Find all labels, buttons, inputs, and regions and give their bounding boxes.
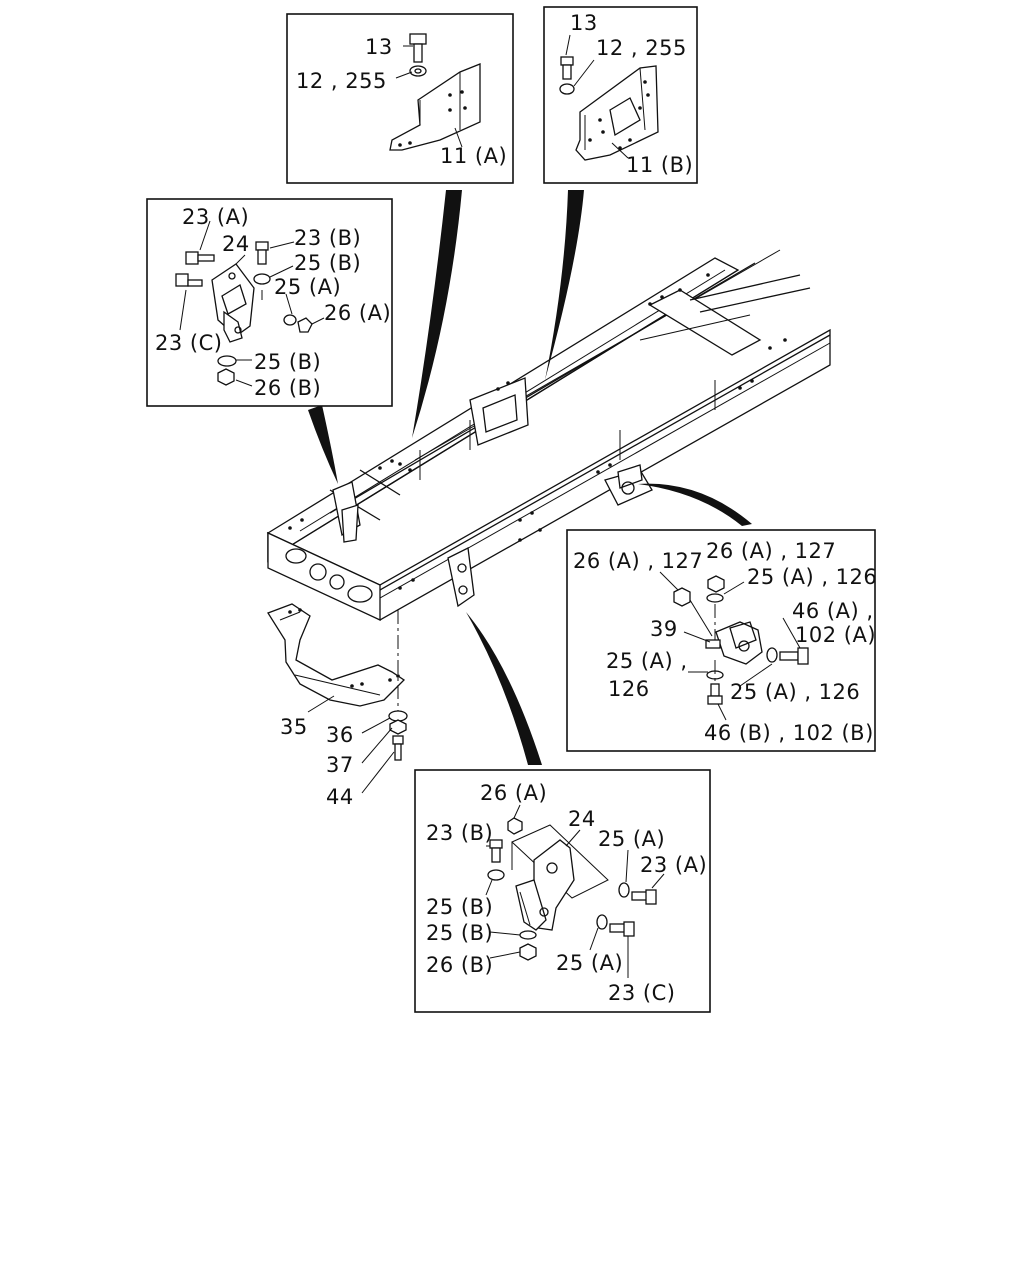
detail-box-11A: 13 12 , 255 11 (A)	[286, 13, 514, 184]
callout-11B: 11 (B)	[626, 153, 693, 177]
detail-box-rubber-mount: 26 (A) , 127 26 (A) , 127 25 (A) , 126 4…	[566, 529, 877, 752]
callout-39: 39	[650, 617, 678, 641]
callout-46B-102B: 46 (B) , 102 (B)	[704, 721, 874, 745]
callout-25B-fl-top: 25 (B)	[294, 251, 361, 275]
callout-24-fl: 24	[222, 232, 250, 256]
callout-13-b: 13	[570, 11, 598, 35]
callout-26A-127-left: 26 (A) , 127	[573, 549, 703, 573]
callout-25A-left: 25 (A) ,	[606, 649, 688, 673]
callout-26A-rb: 26 (A)	[480, 781, 547, 805]
callout-26B-rb: 26 (B)	[426, 953, 493, 977]
callout-126-left: 126	[608, 677, 650, 701]
callout-23A-fl: 23 (A)	[182, 205, 249, 229]
callout-23B-rb: 23 (B)	[426, 821, 493, 845]
leader-blades	[308, 190, 752, 765]
callout-12-255-b: 12 , 255	[596, 36, 687, 60]
callout-25B-rb-1: 25 (B)	[426, 895, 493, 919]
callout-37: 37	[326, 753, 354, 777]
callout-25B-fl-bot: 25 (B)	[254, 350, 321, 374]
detail-box-front-left-mount: 23 (A) 24 23 (B) 25 (B) 25 (A) 26 (A) 23…	[146, 198, 393, 407]
callout-23C-fl: 23 (C)	[155, 331, 222, 355]
detail-box-rear-bracket: 26 (A) 23 (B) 24 25 (A) 23 (A) 25 (B) 25…	[414, 769, 711, 1013]
callout-25A-126-top: 25 (A) , 126	[747, 565, 877, 589]
detail-box-11B: 13 12 , 255 11 (B)	[543, 6, 698, 184]
callout-25A-126-bottom: 25 (A) , 126	[730, 680, 860, 704]
callout-102A: 102 (A)	[795, 623, 876, 647]
callout-25A-rb-top: 25 (A)	[598, 827, 665, 851]
callout-36: 36	[326, 723, 354, 747]
callout-25A-fl: 25 (A)	[274, 275, 341, 299]
chassis-frame	[266, 249, 831, 622]
crossmember-35: 35 36 37 44	[267, 603, 408, 809]
callout-26B-fl: 26 (B)	[254, 376, 321, 400]
callout-25B-rb-2: 25 (B)	[426, 921, 493, 945]
callout-24-rb: 24	[568, 807, 596, 831]
callout-26A-127-right: 26 (A) , 127	[706, 539, 836, 563]
callout-35: 35	[280, 715, 308, 739]
callout-13-a: 13	[365, 35, 393, 59]
callout-46A: 46 (A) ,	[792, 599, 874, 623]
callout-23B-fl: 23 (B)	[294, 226, 361, 250]
callout-25A-rb-bottom: 25 (A)	[556, 951, 623, 975]
callout-12-255-a: 12 , 255	[296, 69, 387, 93]
callout-23C-rb: 23 (C)	[608, 981, 675, 1005]
callout-23A-rb: 23 (A)	[640, 853, 707, 877]
callout-26A-fl: 26 (A)	[324, 301, 391, 325]
callout-44: 44	[326, 785, 354, 809]
callout-11A: 11 (A)	[440, 144, 507, 168]
